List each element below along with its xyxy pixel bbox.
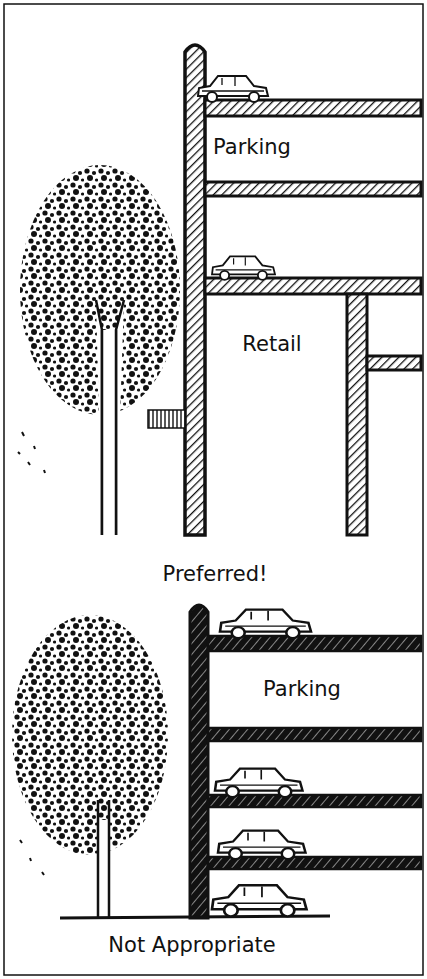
not-appropriate-building — [60, 605, 421, 918]
space-label: Retail — [242, 333, 301, 356]
preferred-tree — [18, 165, 180, 535]
floor-slab — [205, 182, 421, 196]
tree-trunk-outline — [102, 330, 116, 535]
falling-leaves — [18, 432, 45, 473]
car-symbol — [212, 256, 275, 279]
not-appropriate-tree — [12, 615, 168, 918]
floor-slab — [208, 795, 421, 807]
space-label: Parking — [213, 136, 291, 159]
car-symbol — [212, 885, 307, 916]
figure-frame — [4, 4, 423, 975]
car-symbol — [198, 76, 268, 102]
panel-caption: Preferred! — [163, 563, 268, 586]
floor-slab — [208, 728, 421, 741]
panel-caption: Not Appropriate — [108, 934, 275, 957]
tree-trunk-outline — [98, 800, 109, 918]
falling-leaves — [20, 840, 44, 875]
tree-trunk-fill — [98, 820, 109, 918]
building-column — [190, 605, 208, 918]
space-label: Parking — [263, 678, 341, 701]
car-symbol — [218, 831, 306, 860]
car-symbol — [215, 769, 303, 798]
preferred-building — [148, 45, 421, 535]
floor-slab — [367, 356, 421, 370]
floor-slab — [205, 100, 421, 116]
car-symbol — [220, 610, 311, 639]
floor-slab — [205, 278, 421, 294]
tree-trunk — [96, 300, 124, 535]
retail-column — [347, 294, 367, 535]
building-column — [185, 45, 205, 535]
tree-crown — [12, 615, 168, 855]
awning — [148, 410, 185, 428]
tree-trunk-fill — [103, 330, 115, 535]
